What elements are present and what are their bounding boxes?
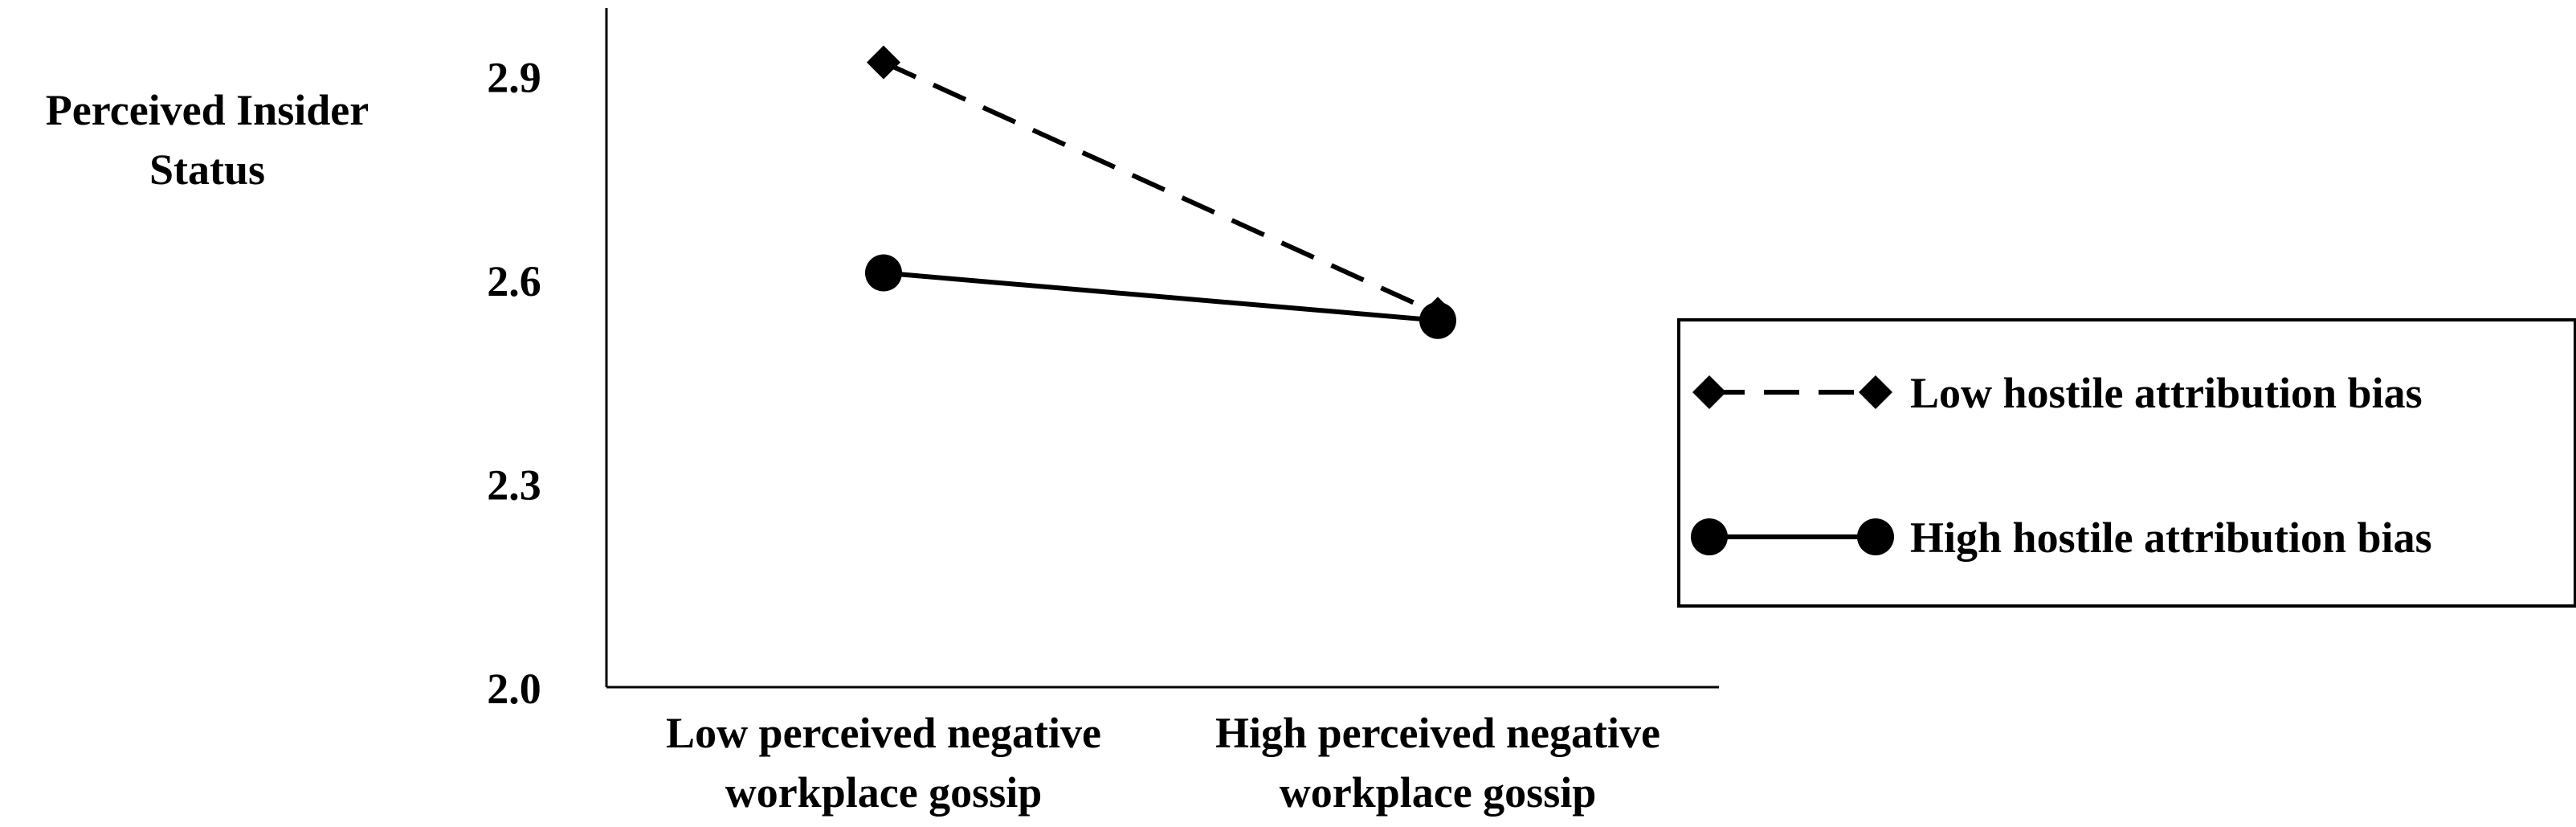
x-tick-label-line: workplace gossip [1280,768,1597,817]
series-line [883,270,1439,323]
legend-marker [1859,375,1892,409]
series-low-hostile-attribution-bias [867,45,1455,331]
legend-entry: Low hostile attribution bias [1692,369,2423,417]
series-high-hostile-attribution-bias [865,254,1456,339]
y-tick-label: 2.9 [487,54,541,102]
legend-marker [1691,518,1728,555]
legend-marker [1857,518,1894,555]
legend-entry: High hostile attribution bias [1691,514,2432,562]
axes [605,8,1719,689]
x-tick-label: Low perceived negative workplace gossip [666,709,1101,817]
legend-box [1677,318,2576,608]
y-tick-labels: 2.0 2.3 2.6 2.9 [487,54,541,714]
legend-marker [1692,375,1726,409]
series-line [882,59,1439,316]
legend-label: Low hostile attribution bias [1910,369,2423,417]
x-tick-label-line: High perceived negative [1215,709,1660,757]
y-tick-label: 2.3 [487,461,541,510]
y-axis-title-line: Perceived Insider [46,86,369,134]
x-tick-label: High perceived negative workplace gossip [1215,709,1660,817]
data-point [867,45,900,80]
legend-label: High hostile attribution bias [1910,514,2432,562]
series-layer [865,45,1456,339]
y-tick-label: 2.0 [487,665,541,713]
x-tick-label-line: workplace gossip [725,768,1043,817]
y-axis-title-line: Status [149,145,265,194]
data-point [1419,301,1456,339]
data-point [865,254,902,292]
x-tick-label-line: Low perceived negative [666,709,1101,757]
y-tick-label: 2.6 [487,257,541,305]
